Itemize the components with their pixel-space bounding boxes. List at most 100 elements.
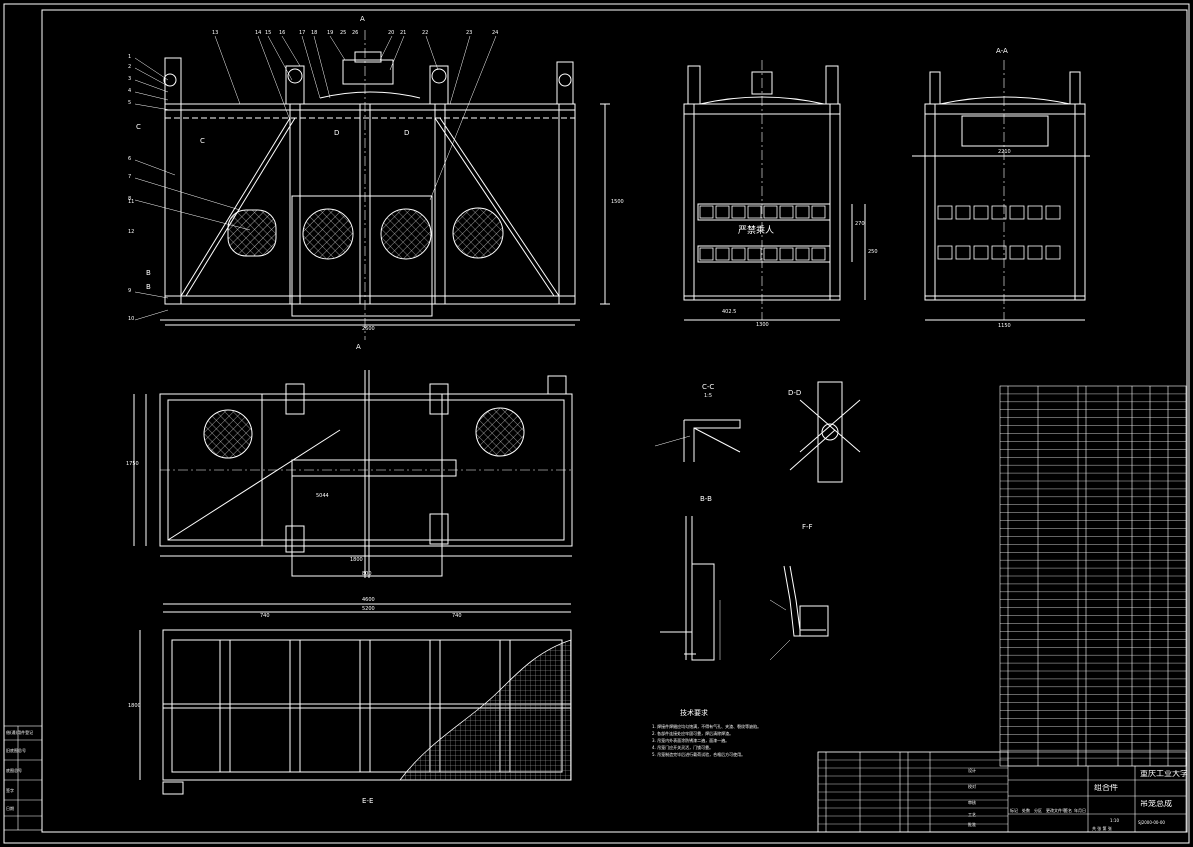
part-label: 12 — [128, 229, 135, 235]
part-label: 7 — [128, 174, 132, 180]
side-view — [683, 60, 866, 321]
bottom-dim-4: 740 — [452, 613, 462, 619]
section-c-c — [654, 419, 741, 462]
plan-mesh-right — [475, 407, 525, 457]
end-dim-2: 1150 — [998, 323, 1011, 329]
part-label: 8 — [128, 196, 132, 202]
plan-dim-1: 5044 — [316, 493, 329, 499]
title-row-label-2: 处数 — [1022, 808, 1030, 813]
part-label: 19 — [327, 30, 334, 36]
part-label: 25 — [340, 30, 347, 36]
bottom-dim-1: 4600 — [362, 597, 375, 603]
title-role-5: 批准 — [968, 822, 976, 827]
stamp-4: 签字 — [6, 788, 14, 793]
front-view — [160, 30, 610, 340]
title-drawing-no: SJ2000-00-00 — [1138, 820, 1165, 825]
front-height-dim: 1500 — [611, 199, 624, 205]
title-row-label-5: 签名 — [1064, 808, 1072, 813]
title-role-4: 工艺 — [968, 812, 976, 817]
title-role-1: 设计 — [968, 768, 976, 773]
notes-line-3: 3. 吊笼内外表面涂防锈漆二遍，面漆一遍。 — [652, 738, 730, 743]
part-label: 18 — [311, 30, 318, 36]
section-c-c-title: C-C — [702, 383, 715, 391]
floor-grating — [399, 639, 572, 781]
side-view-warning-sign: 严禁乘人 — [738, 226, 775, 236]
title-school: 重庆工业大学 — [1140, 770, 1188, 778]
outer-border — [3, 3, 1190, 844]
title-row-label-1: 标记 — [1010, 808, 1018, 813]
plan-dim-3: 800 — [362, 571, 372, 577]
section-c-c-scale: 1:5 — [704, 393, 713, 399]
section-mark-b-bottom: B — [146, 283, 151, 291]
end-view-windows — [937, 205, 1061, 260]
part-label: 17 — [299, 30, 306, 36]
mesh-panel-4 — [452, 207, 504, 259]
part-label: 6 — [128, 156, 132, 162]
section-mark-c-right: C — [200, 137, 205, 145]
section-f-f-title: F-F — [802, 523, 813, 531]
section-mark-d-right: D — [404, 129, 410, 137]
plan-mesh-left — [203, 409, 253, 459]
side-dim-3: 270 — [855, 221, 865, 227]
mesh-panel-1 — [227, 209, 277, 257]
title-role-3: 审核 — [968, 800, 976, 805]
front-leaders — [134, 35, 497, 321]
title-role-2: 校对 — [968, 784, 976, 789]
part-label: 21 — [400, 30, 407, 36]
section-mark-a-top: A — [360, 15, 365, 23]
section-f-f — [769, 565, 829, 661]
stamp-5: 日期 — [6, 806, 14, 811]
part-label: 24 — [492, 30, 499, 36]
part-label: 15 — [265, 30, 272, 36]
section-mark-b-top: B — [146, 269, 151, 277]
part-label: 3 — [128, 76, 132, 82]
section-mark-a-bottom: A — [356, 343, 361, 351]
side-dim-2: 402.5 — [722, 309, 737, 315]
mesh-panel-2 — [302, 208, 354, 260]
section-b-b-title: B-B — [700, 495, 712, 503]
side-view-windows — [699, 205, 826, 261]
left-stamp — [3, 725, 43, 831]
plan-view — [133, 370, 573, 578]
end-view-title: A-A — [996, 47, 1008, 55]
notes-line-4: 4. 吊笼门应开关灵活，门锁可靠。 — [652, 745, 714, 750]
stamp-1: 借(通)用件登记 — [6, 730, 34, 735]
bottom-dim-2: 5200 — [362, 606, 375, 612]
title-row-label-6: 年月日 — [1074, 808, 1086, 813]
notes-line-2: 2. 各部件连接处应牢固可靠，焊后清除焊渣。 — [652, 731, 734, 736]
small-bom-row-lines — [818, 759, 1008, 825]
section-d-d — [789, 381, 861, 483]
part-label: 16 — [279, 30, 286, 36]
section-d-d-title: D-D — [788, 389, 802, 397]
part-label: 9 — [128, 288, 132, 294]
stamp-3: 底图总号 — [6, 768, 22, 773]
notes-line-1: 1. 焊接件焊缝应均匀饱满，不得有气孔、夹渣、裂纹等缺陷。 — [652, 724, 762, 729]
part-label: 4 — [128, 88, 132, 94]
bottom-view-title: E-E — [362, 797, 374, 805]
section-b-b — [660, 516, 721, 661]
bom-row-lines — [1000, 393, 1186, 759]
end-view — [912, 60, 1090, 321]
title-part-name: 吊笼总成 — [1140, 800, 1172, 808]
side-dim-1: 1300 — [756, 322, 769, 328]
bottom-dim-5: 1800 — [128, 703, 141, 709]
section-mark-c-left: C — [136, 123, 141, 131]
part-label: 22 — [422, 30, 429, 36]
part-label: 26 — [352, 30, 359, 36]
bottom-dim-3: 740 — [260, 613, 270, 619]
plan-dim-4: 1800 — [350, 557, 363, 563]
mesh-panel-3 — [380, 208, 432, 260]
notes-title: 技术要求 — [680, 709, 708, 717]
part-label: 2 — [128, 64, 132, 70]
title-scale: 1:10 — [1110, 818, 1119, 823]
part-label: 14 — [255, 30, 262, 36]
side-dim-4: 250 — [868, 249, 878, 255]
front-width-dim: 2600 — [362, 326, 375, 332]
part-label: 1 — [128, 54, 132, 60]
end-dim-1: 2210 — [998, 149, 1011, 155]
stamp-2: 旧底图总号 — [6, 748, 26, 753]
part-label: 13 — [212, 30, 219, 36]
part-label: 10 — [128, 316, 135, 322]
inner-border — [41, 9, 1188, 833]
